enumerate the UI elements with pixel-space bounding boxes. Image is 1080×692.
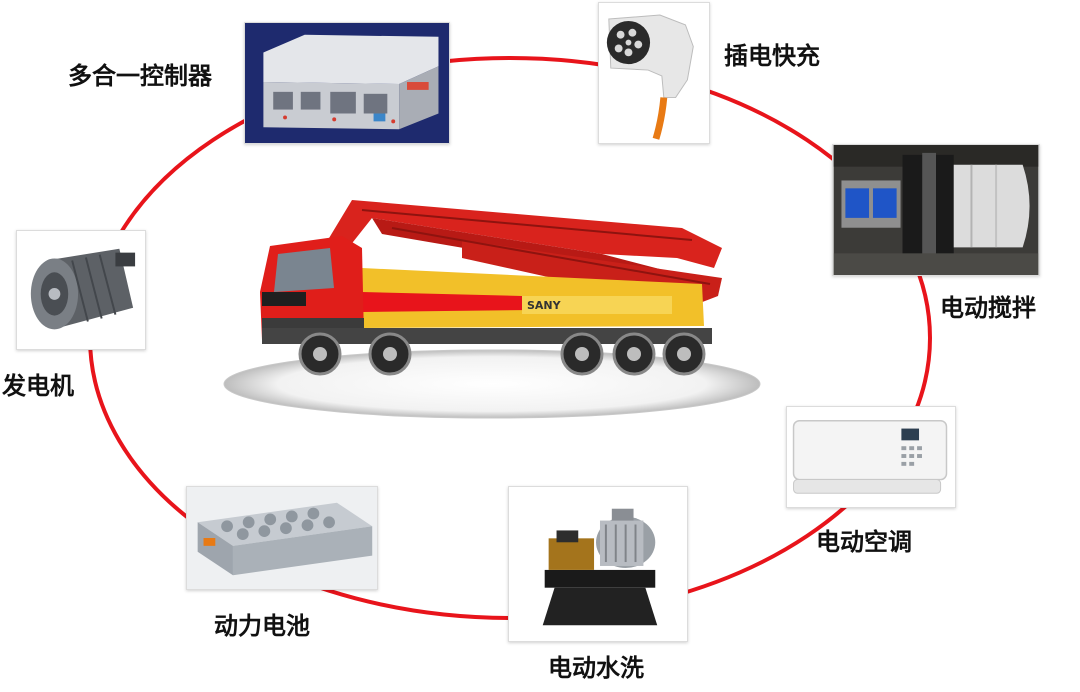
- battery-pack-icon: [187, 487, 377, 589]
- label-controller: 多合一控制器: [68, 62, 212, 90]
- truck-brand: SANY: [527, 299, 562, 312]
- generator-motor-icon: [17, 231, 145, 349]
- battery-image: [186, 486, 378, 590]
- charging-plug-icon: [599, 3, 709, 143]
- label-aircon: 电动空调: [816, 528, 912, 556]
- concrete-pump-truck-icon: SANY: [223, 200, 761, 419]
- label-washing: 电动水洗: [548, 654, 644, 682]
- washing-image: [508, 486, 688, 642]
- label-mixing: 电动搅拌: [940, 294, 1036, 322]
- controller-box-icon: [245, 23, 449, 143]
- label-charging: 插电快充: [724, 42, 820, 70]
- controller-image: [244, 22, 450, 144]
- generator-image: [16, 230, 146, 350]
- label-battery: 动力电池: [214, 612, 310, 640]
- mixing-image: [832, 144, 1040, 276]
- center-truck-image: SANY: [222, 188, 762, 420]
- label-generator: 发电机: [2, 372, 74, 400]
- pressure-washer-icon: [509, 487, 687, 641]
- air-conditioner-icon: [787, 407, 955, 507]
- aircon-image: [786, 406, 956, 508]
- mixer-drum-icon: [833, 145, 1039, 275]
- charging-image: [598, 2, 710, 144]
